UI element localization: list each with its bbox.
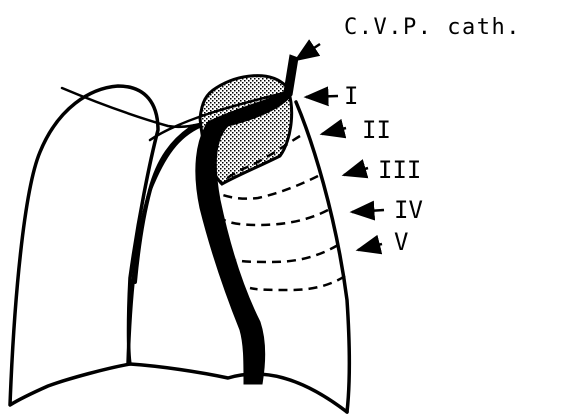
level-line-6 xyxy=(250,276,345,290)
arrow-level-5 xyxy=(358,244,382,250)
clavicle-line xyxy=(62,88,200,127)
arrow-level-4 xyxy=(352,210,384,212)
arrow-catheter xyxy=(296,44,320,60)
level-1-label: I xyxy=(344,82,358,110)
level-4-label: IV xyxy=(394,196,423,224)
level-5-label: V xyxy=(394,228,408,256)
arrow-level-1 xyxy=(306,96,338,97)
level-line-4 xyxy=(224,210,328,225)
left-lung-outline xyxy=(296,102,349,412)
level-line-5 xyxy=(236,245,338,262)
superior-vena-cava xyxy=(135,126,194,282)
diaphragm xyxy=(130,364,347,412)
level-3-label: III xyxy=(378,156,421,184)
level-line-3 xyxy=(220,176,318,199)
arrow-level-3 xyxy=(344,168,368,175)
level-2-label: II xyxy=(362,116,391,144)
right-lung-outline xyxy=(10,86,158,405)
arrow-level-2 xyxy=(322,128,346,134)
catheter-label: C.V.P. cath. xyxy=(344,15,521,40)
